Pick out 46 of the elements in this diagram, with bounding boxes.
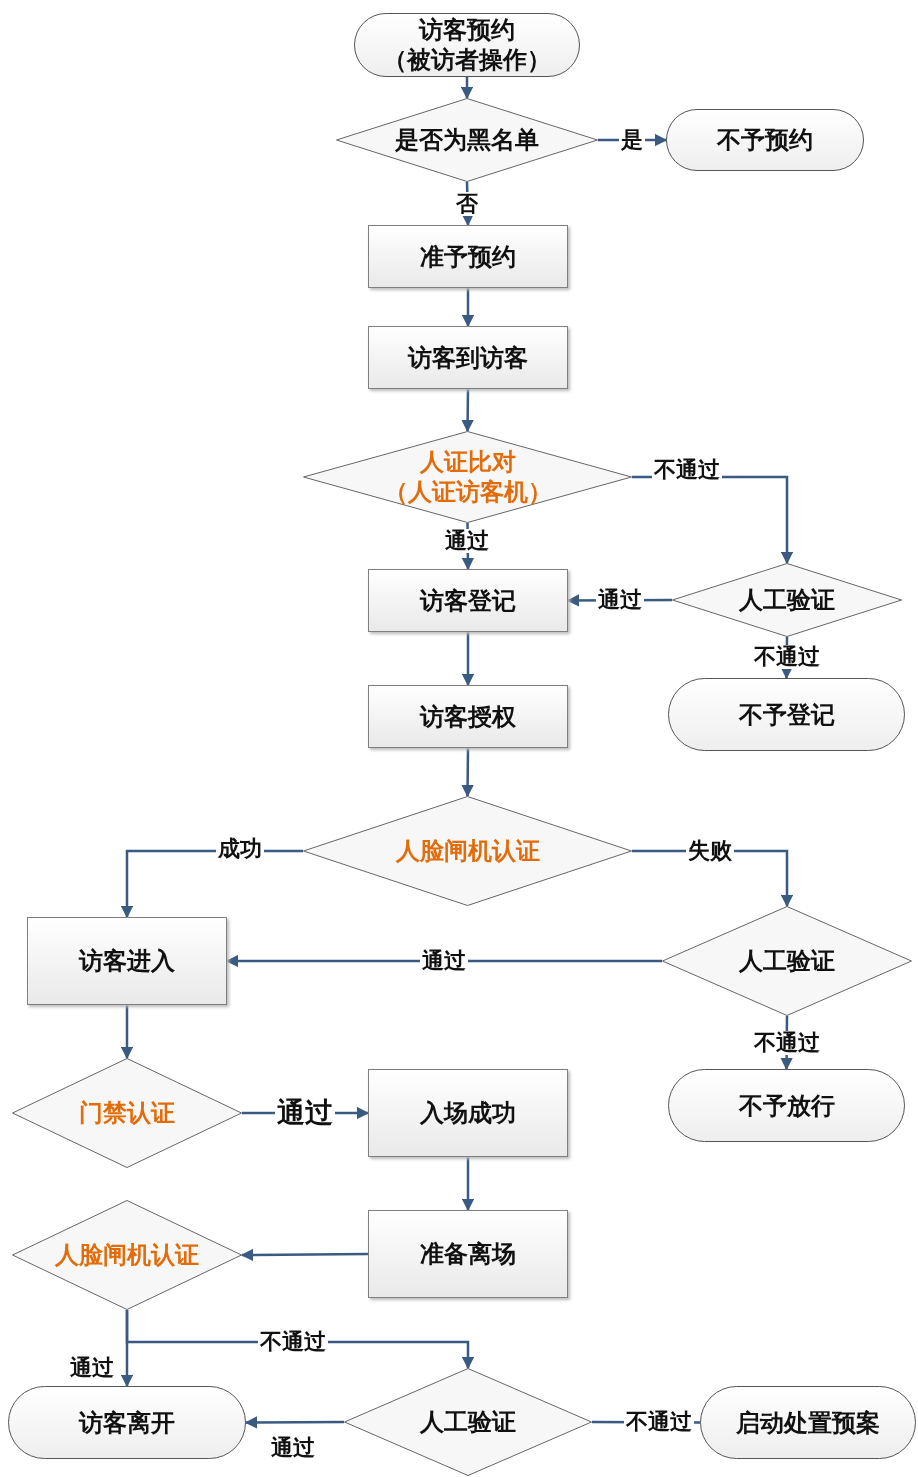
edge-label: 失败 — [686, 839, 734, 863]
arrow — [461, 389, 474, 433]
edge-label: 通过 — [420, 949, 468, 973]
edge-label: 不通过 — [752, 645, 822, 669]
decision-diamond: 人工验证 — [672, 563, 902, 637]
decision-diamond: 是否为黑名单 — [336, 98, 598, 182]
edge-label: 是 — [619, 128, 645, 152]
decision-diamond: 人脸闸机认证 — [12, 1200, 242, 1310]
terminal-box: 不予放行 — [668, 1069, 905, 1142]
process-box: 访客授权 — [368, 685, 568, 748]
decision-diamond: 人证比对（人证访客机） — [303, 431, 632, 523]
process-box: 入场成功 — [368, 1069, 568, 1157]
edge-label: 不通过 — [652, 458, 722, 482]
arrow — [460, 77, 474, 100]
terminal-box: 不予预约 — [666, 109, 864, 171]
edge-label: 不通过 — [258, 1330, 328, 1354]
edge-label: 通过 — [596, 588, 644, 612]
edge-label: 成功 — [216, 837, 264, 861]
terminal-box: 不予登记 — [668, 678, 905, 751]
edge-label: 通过 — [269, 1436, 317, 1460]
arrow — [240, 1248, 368, 1262]
process-box: 访客进入 — [27, 917, 227, 1005]
process-box: 准予预约 — [368, 225, 568, 288]
terminal-box: 访客预约（被访者操作） — [354, 13, 580, 77]
edge-label: 否 — [454, 192, 480, 216]
decision-diamond: 人脸闸机认证 — [303, 796, 632, 906]
arrow — [461, 1157, 475, 1212]
decision-diamond: 人工验证 — [662, 906, 912, 1016]
edge-label: 通过 — [443, 529, 491, 553]
arrow — [461, 288, 475, 328]
arrow — [244, 1416, 344, 1429]
arrow — [461, 632, 475, 687]
decision-diamond: 人工验证 — [344, 1368, 592, 1476]
process-box: 访客登记 — [368, 569, 568, 632]
process-box: 准备离场 — [368, 1210, 568, 1298]
arrow — [461, 748, 474, 798]
edge-label: 不通过 — [752, 1031, 822, 1055]
arrow — [120, 1005, 134, 1060]
edge-label: 通过 — [68, 1356, 116, 1380]
edge-label: 不通过 — [624, 1410, 694, 1434]
process-box: 访客到访客 — [368, 326, 568, 389]
terminal-box: 访客离开 — [8, 1386, 246, 1459]
arrow — [225, 954, 662, 968]
edge-label: 通过 — [275, 1097, 335, 1129]
decision-diamond: 门禁认证 — [12, 1058, 242, 1168]
terminal-box: 启动处置预案 — [700, 1386, 916, 1459]
